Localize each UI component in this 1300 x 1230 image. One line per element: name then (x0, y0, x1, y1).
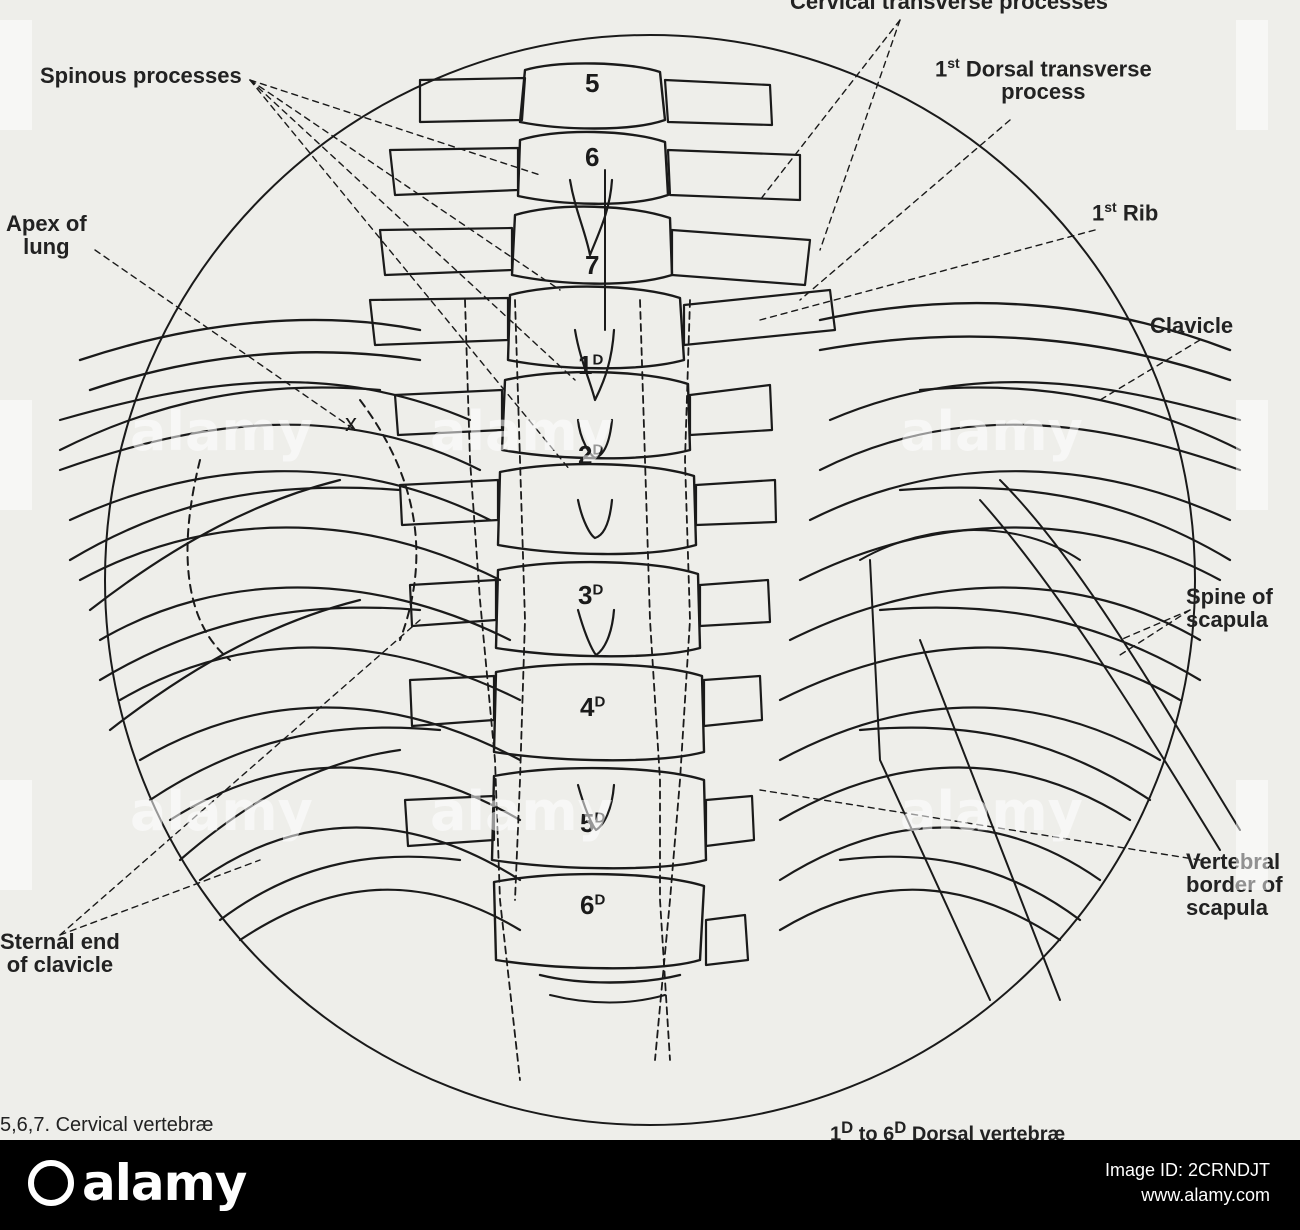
spine-diagram (58, 19, 1242, 1126)
label-sternal-end: Sternal end of clavicle (0, 929, 120, 978)
ribs-right (778, 381, 1242, 942)
vertebral-bodies (490, 62, 708, 970)
clavicles (78, 301, 1232, 392)
alamy-logo-icon (28, 1160, 74, 1206)
apex-cross-mark: x (345, 410, 357, 437)
transverse-processes (368, 76, 837, 967)
vertebra-label-c6: 6 (585, 142, 600, 172)
brand-logo[interactable]: alamy (28, 1154, 247, 1212)
vertebra-label-d2: 2D (578, 440, 604, 470)
label-vertebral-border: Vertebral border of scapula (1186, 849, 1283, 921)
spinous-shapes (568, 178, 616, 832)
scapula-right (859, 479, 1241, 1001)
label-spine-of-scapula: Spine of scapula (1186, 584, 1273, 633)
vertebra-label-d6: 6D (580, 890, 606, 920)
label-cervical-transverse: Cervical transverse processes (790, 0, 1108, 14)
site-url-text[interactable]: www.alamy.com (1141, 1185, 1270, 1206)
caption-cervical: 5,6,7. Cervical vertebræ (0, 1114, 214, 1136)
ribs-left (58, 381, 522, 942)
image-id-text: Image ID: 2CRNDJT (1104, 1160, 1270, 1180)
field-circle (104, 34, 1196, 1126)
leader-lines (59, 19, 1201, 936)
vertebra-label-d5: 5D (580, 808, 606, 838)
anatomy-figure: 5 6 7 1D 2D 3D 4D 5D 6D x Cervical trans… (0, 0, 1283, 1146)
dashed-outlines (464, 299, 691, 1081)
label-first-rib: 1st Rib (1092, 199, 1159, 226)
label-spinous-processes: Spinous processes (40, 63, 242, 88)
scapula-left (186, 399, 418, 661)
vertebra-label-d3: 3D (578, 580, 604, 610)
label-dorsal-transverse: 1st Dorsal transverse process (935, 55, 1152, 105)
vertebra-label-c5: 5 (585, 68, 600, 98)
vertebra-label-d1: 1D (578, 350, 604, 380)
footer-image-info: Image ID: 2CRNDJT www.alamy.com (1105, 1158, 1270, 1208)
footer-bar: alamy Image ID: 2CRNDJT www.alamy.com (0, 1140, 1300, 1230)
label-clavicle: Clavicle (1150, 313, 1234, 338)
vertebra-label-c7: 7 (585, 250, 600, 280)
label-apex-of-lung: Apex of lung (6, 211, 87, 260)
vertebra-label-d4: 4D (580, 692, 606, 722)
